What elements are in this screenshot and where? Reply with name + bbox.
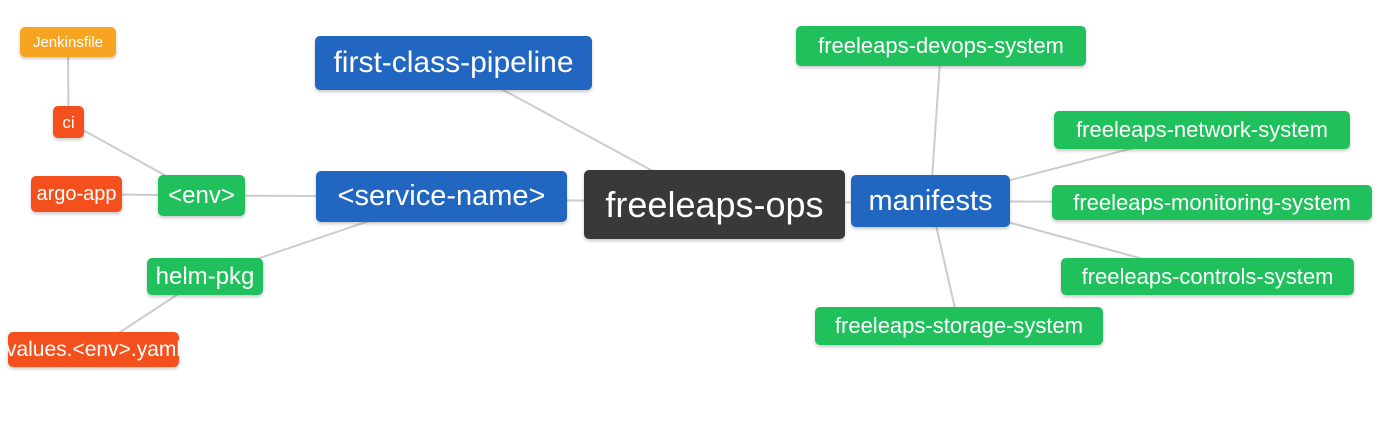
node-manifests[interactable]: manifests <box>851 175 1010 227</box>
node-label-ci: ci <box>62 112 75 132</box>
node-label-helm-pkg: helm-pkg <box>155 262 255 290</box>
node-label-monitoring-system: freeleaps-monitoring-system <box>1073 189 1351 215</box>
node-network-system[interactable]: freeleaps-network-system <box>1054 111 1350 149</box>
node-label-service-name: <service-name> <box>337 180 546 212</box>
node-first-class-pipeline[interactable]: first-class-pipeline <box>315 36 592 90</box>
node-service-name[interactable]: <service-name> <box>316 171 567 222</box>
node-argo-app[interactable]: argo-app <box>31 176 122 212</box>
node-label-devops-system: freeleaps-devops-system <box>818 33 1064 58</box>
node-label-storage-system: freeleaps-storage-system <box>834 313 1084 338</box>
node-label-first-class-pipeline: first-class-pipeline <box>333 46 574 79</box>
node-label-env: <env> <box>168 181 235 209</box>
node-controls-system[interactable]: freeleaps-controls-system <box>1061 258 1354 295</box>
node-ci[interactable]: ci <box>53 106 84 138</box>
node-monitoring-system[interactable]: freeleaps-monitoring-system <box>1052 185 1372 220</box>
node-values-env-yaml[interactable]: values.<env>.yaml <box>6 332 181 367</box>
node-helm-pkg[interactable]: helm-pkg <box>147 258 263 295</box>
node-env[interactable]: <env> <box>158 175 245 216</box>
node-label-argo-app: argo-app <box>36 183 117 205</box>
node-label-values-env-yaml: values.<env>.yaml <box>5 338 182 361</box>
node-label-manifests: manifests <box>868 184 993 217</box>
node-freeleaps-ops[interactable]: freeleaps-ops <box>584 170 845 239</box>
node-storage-system[interactable]: freeleaps-storage-system <box>815 307 1103 345</box>
node-label-jenkinsfile: Jenkinsfile <box>32 33 104 51</box>
node-label-freeleaps-ops: freeleaps-ops <box>605 183 824 225</box>
node-label-controls-system: freeleaps-controls-system <box>1081 263 1334 289</box>
node-jenkinsfile[interactable]: Jenkinsfile <box>20 27 116 57</box>
node-label-network-system: freeleaps-network-system <box>1076 117 1328 142</box>
node-devops-system[interactable]: freeleaps-devops-system <box>796 26 1086 66</box>
